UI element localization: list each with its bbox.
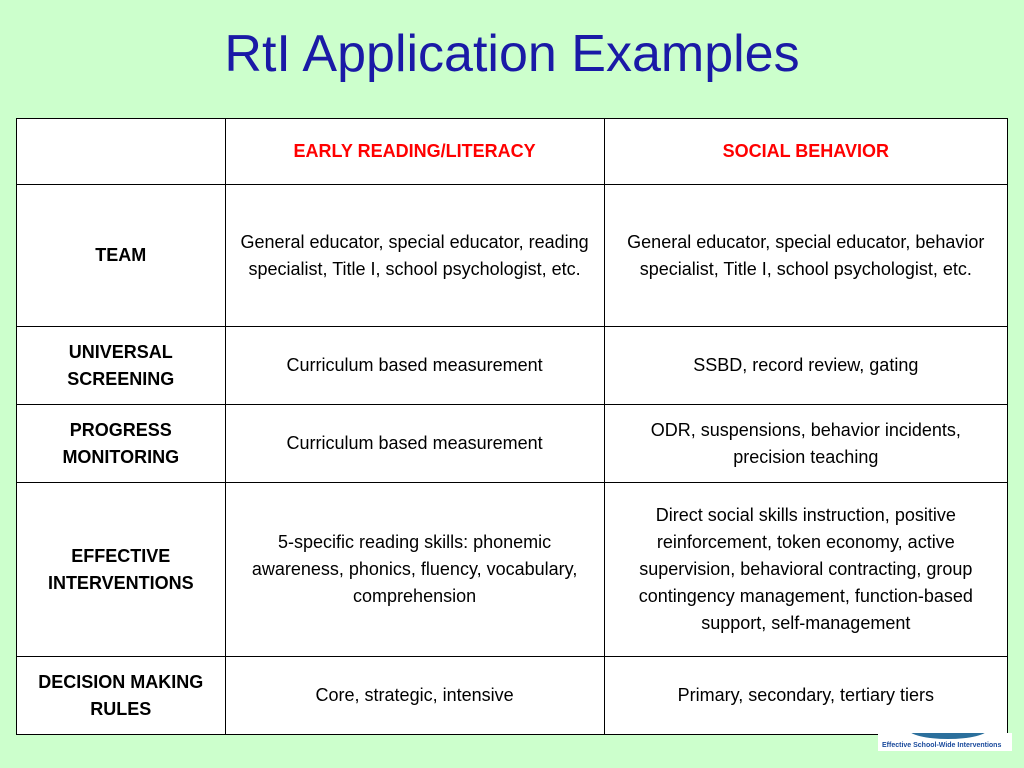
cell-progress-monitoring-behavior: ODR, suspensions, behavior incidents, pr… — [603, 404, 1009, 483]
cell-team-reading: General educator, special educator, read… — [224, 184, 605, 327]
column-header-behavior: SOCIAL BEHAVIOR — [603, 118, 1009, 185]
cell-universal-screening-reading: Curriculum based measurement — [224, 326, 605, 405]
table-row-team: TEAM General educator, special educator,… — [16, 184, 1009, 327]
cell-decision-making-rules-behavior: Primary, secondary, tertiary tiers — [603, 656, 1009, 735]
table-row-progress-monitoring: PROGRESS MONITORING Curriculum based mea… — [16, 404, 1009, 483]
cell-decision-making-rules-reading: Core, strategic, intensive — [224, 656, 605, 735]
cell-progress-monitoring-reading: Curriculum based measurement — [224, 404, 605, 483]
logo-arc-shape — [908, 733, 988, 739]
slide-title: RtI Application Examples — [224, 25, 800, 83]
rti-table: EARLY READING/LITERACY SOCIAL BEHAVIOR T… — [16, 118, 1009, 735]
cell-universal-screening-behavior: SSBD, record review, gating — [603, 326, 1009, 405]
table-corner-cell — [16, 118, 226, 185]
table-row-decision-making-rules: DECISION MAKING RULES Core, strategic, i… — [16, 656, 1009, 735]
cell-team-behavior: General educator, special educator, beha… — [603, 184, 1009, 327]
logo-tagline: Effective School-Wide Interventions — [882, 742, 1002, 749]
cell-effective-interventions-behavior: Direct social skills instruction, positi… — [603, 482, 1009, 657]
table-row-universal-screening: UNIVERSAL SCREENING Curriculum based mea… — [16, 326, 1009, 405]
row-label-team: TEAM — [16, 184, 226, 327]
row-label-decision-making-rules: DECISION MAKING RULES — [16, 656, 226, 735]
table-row-effective-interventions: EFFECTIVE INTERVENTIONS 5-specific readi… — [16, 482, 1009, 657]
column-header-reading: EARLY READING/LITERACY — [224, 118, 605, 185]
row-label-effective-interventions: EFFECTIVE INTERVENTIONS — [16, 482, 226, 657]
row-label-progress-monitoring: PROGRESS MONITORING — [16, 404, 226, 483]
table-header-row: EARLY READING/LITERACY SOCIAL BEHAVIOR — [16, 118, 1009, 185]
organization-logo: Effective School-Wide Interventions — [878, 733, 1012, 751]
cell-effective-interventions-reading: 5-specific reading skills: phonemic awar… — [224, 482, 605, 657]
row-label-universal-screening: UNIVERSAL SCREENING — [16, 326, 226, 405]
